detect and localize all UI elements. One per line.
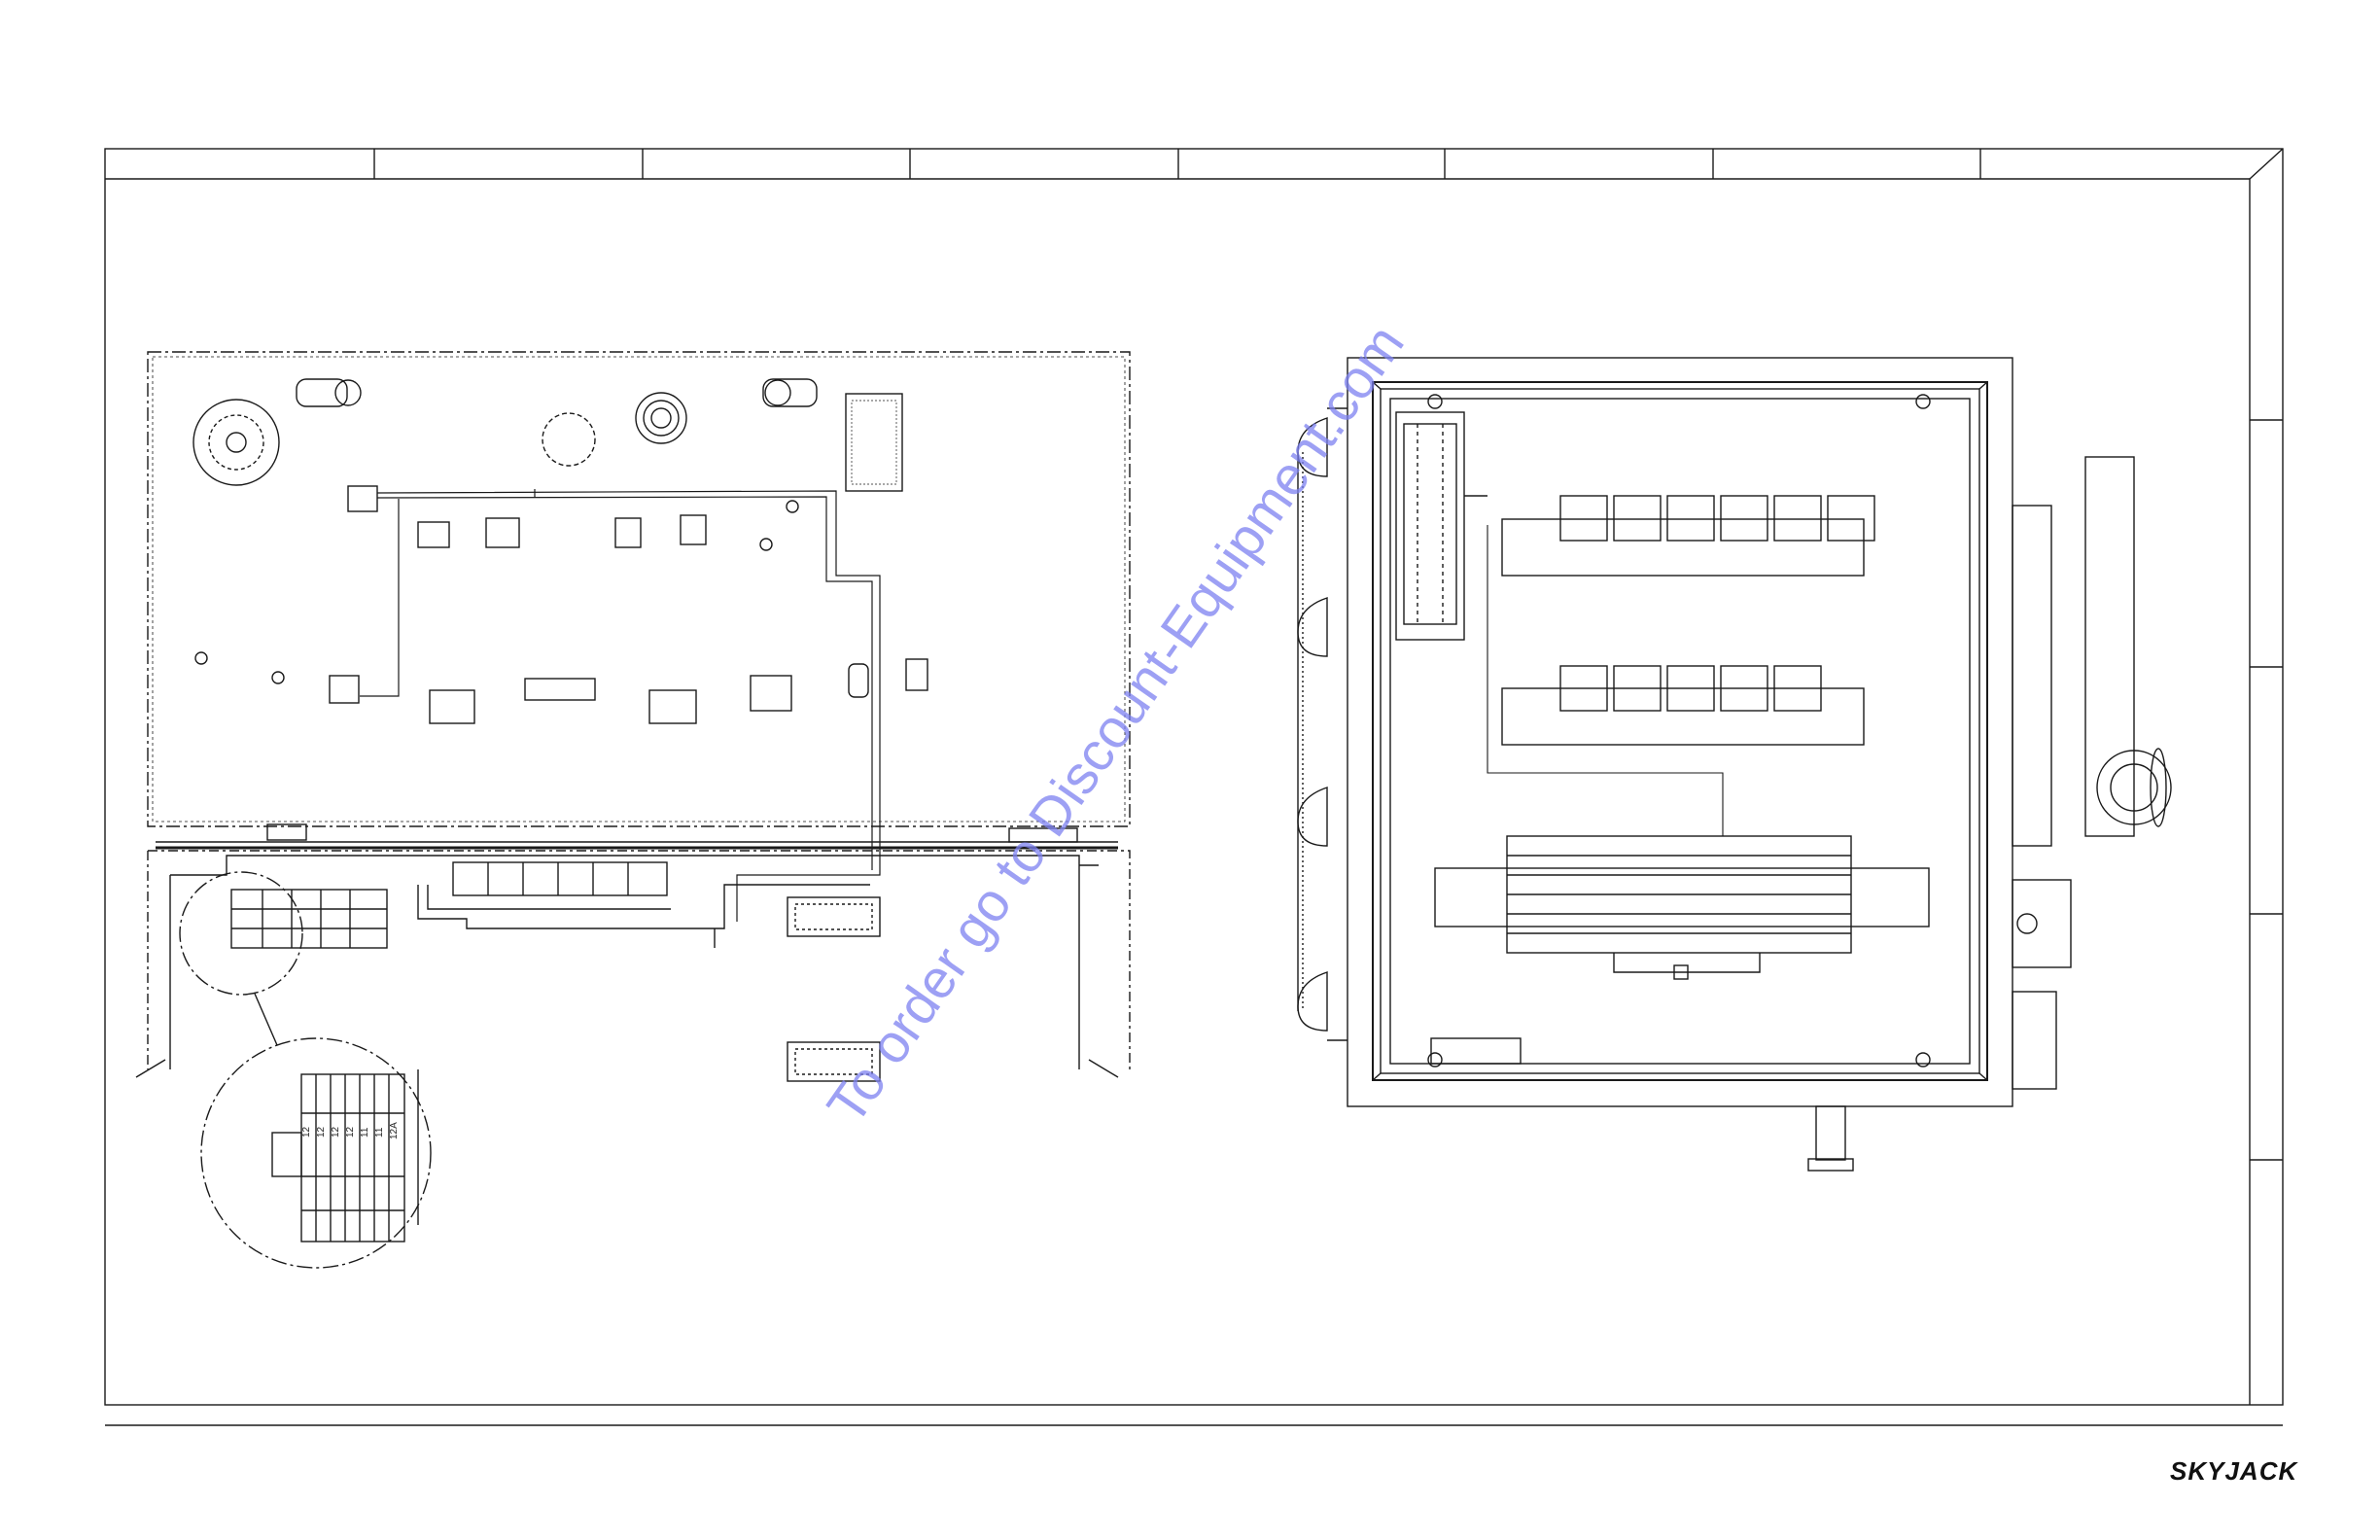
enclosure-front bbox=[1348, 358, 2012, 1106]
terminal-label: 11 bbox=[360, 1127, 370, 1138]
connector-block bbox=[1396, 412, 1488, 640]
panel-plate bbox=[148, 352, 1130, 922]
din-rail-terminals bbox=[1435, 836, 1929, 979]
watermark-text: To order go to Discount-Equipment.com bbox=[815, 313, 1416, 1134]
terminal-label: 12 bbox=[316, 1126, 327, 1138]
terminal-cluster bbox=[231, 890, 387, 948]
relay-row-upper bbox=[1502, 496, 1874, 576]
terminal-label: 11 bbox=[374, 1127, 385, 1138]
skyjack-logo: SKYJACK bbox=[2170, 1456, 2298, 1486]
drawing-border bbox=[105, 149, 2283, 1425]
relay-row-lower bbox=[1502, 666, 1864, 745]
terminal-label: 12 bbox=[345, 1126, 356, 1138]
terminal-label: 12A bbox=[389, 1122, 400, 1139]
terminal-label: 12 bbox=[331, 1126, 341, 1138]
toggle-switches bbox=[330, 486, 928, 723]
detail-terminal-block bbox=[272, 1069, 418, 1242]
rotary-plate-icon bbox=[193, 400, 279, 485]
wire-harness bbox=[360, 489, 880, 922]
terminal-label: 12 bbox=[301, 1126, 312, 1138]
